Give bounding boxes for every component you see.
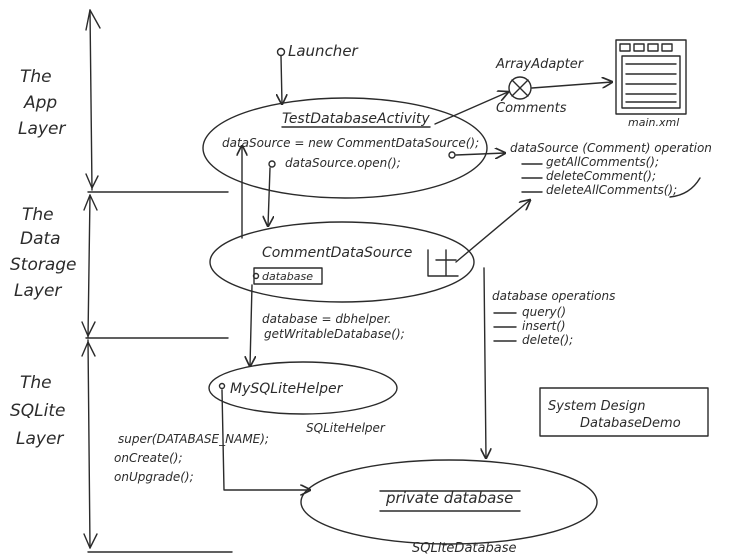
layout-frame: [615, 39, 687, 115]
layer-brackets: [81, 9, 233, 553]
helper-method-1: super(DATABASE_NAME);: [118, 432, 269, 446]
activity-ops-dot: [448, 151, 456, 159]
sqlite-layer-label-1: The: [20, 373, 52, 393]
database-name: private database: [385, 489, 513, 507]
datasource-op-2: deleteComment();: [546, 169, 656, 183]
adapter-cross-2: [511, 79, 529, 97]
datasource-op-3: deleteAllComments();: [546, 183, 677, 197]
db-op-2: insert(): [522, 319, 566, 333]
layer-labels: The App Layer The Data Storage Layer The…: [10, 67, 77, 449]
storage-layer-label-3: Storage: [10, 255, 77, 275]
adapter-circle: [508, 76, 532, 100]
storage-bracket-line: [87, 194, 91, 339]
launcher-arrow: [281, 55, 282, 104]
helper-ellipse: [208, 361, 398, 415]
sqlite-bracket-arrow-bottom: [83, 533, 98, 549]
activity-to-ops-arrow: [455, 153, 505, 155]
database-field: database: [262, 270, 313, 283]
dbhelper-line-2: getWritableDatabase();: [264, 327, 405, 341]
datasource-ops-title: dataSource (Comment) operation: [510, 141, 712, 155]
sqlite-helper: MySQLiteHelper SQLiteHelper super(DATABA…: [114, 361, 398, 490]
activity: TestDatabaseActivity dataSource = new Co…: [202, 97, 488, 199]
storage-bracket-arrow-bottom: [81, 321, 96, 337]
caption-line-2: DatabaseDemo: [580, 416, 681, 431]
launcher-dot: [276, 47, 286, 57]
caption-frame: [539, 387, 709, 437]
caption-box: System Design DatabaseDemo: [539, 387, 709, 437]
activity-to-datasource-arrow: [268, 167, 270, 226]
helper-to-database-arrow: [221, 389, 310, 490]
app-bracket-arrow: [85, 173, 99, 189]
adapter-name: ArrayAdapter: [495, 57, 585, 72]
sqlite-bracket-arrow-top: [81, 341, 96, 357]
database-operations: database operations query() insert() del…: [484, 267, 615, 458]
layout-screen: main.xml: [615, 39, 687, 129]
app-layer-label-3: Layer: [18, 119, 66, 139]
activity-call-dot: [268, 160, 276, 168]
sqlite-bracket-line: [87, 339, 91, 549]
database-ellipse: [300, 459, 598, 545]
helper-method-2: onCreate();: [114, 451, 183, 465]
db-op-1: query(): [522, 305, 566, 319]
launcher-label: Launcher: [288, 42, 359, 60]
datasource-title: CommentDataSource: [262, 245, 412, 261]
activity-title: TestDatabaseActivity: [282, 111, 430, 127]
db-ops-title: database operations: [492, 289, 615, 303]
activity-ellipse: [202, 97, 488, 199]
comment-datasource: CommentDataSource database: [209, 200, 530, 303]
bracket-top-arrow: [85, 9, 101, 31]
storage-layer-label-4: Layer: [14, 281, 62, 301]
layout-file-label: main.xml: [628, 116, 679, 129]
database-label: SQLiteDatabase: [412, 541, 516, 556]
storage-bracket-arrow-top: [83, 194, 98, 211]
dbhelper-call: database = dbhelper. getWritableDatabase…: [250, 284, 405, 366]
activity-line-2: dataSource.open();: [285, 156, 401, 170]
helper-method-3: onUpgrade();: [114, 470, 194, 484]
activity-line-1: dataSource = new CommentDataSource();: [222, 136, 479, 150]
dbhelper-line-1: database = dbhelper.: [262, 312, 392, 326]
app-layer-label-1: The: [20, 67, 52, 87]
launcher: Launcher: [278, 42, 359, 104]
sqlite-layer-label-2: SQLite: [10, 401, 66, 421]
caption-line-1: System Design: [548, 399, 646, 414]
datasource-op-1: getAllComments();: [546, 155, 659, 169]
db-op-3: delete();: [522, 333, 573, 347]
sqlite-layer-label-3: Layer: [16, 429, 64, 449]
layout-list: [621, 55, 681, 109]
helper-label: SQLiteHelper: [306, 421, 386, 435]
array-adapter: ArrayAdapter Comments: [434, 57, 612, 125]
adapter-label: Comments: [496, 101, 567, 116]
datasource-to-ops-arrow: [455, 200, 530, 263]
datasource-to-database-arrow: [484, 267, 486, 458]
datasource-interface-mark: [427, 249, 459, 277]
datasource-ellipse: [209, 221, 475, 303]
app-bracket-line: [89, 9, 93, 191]
storage-layer-label-2: Data: [20, 229, 61, 249]
adapter-to-layout-arrow: [531, 82, 612, 89]
storage-layer-label-1: The: [22, 205, 54, 225]
sqlite-database: private database SQLiteDatabase: [300, 459, 598, 556]
helper-name: MySQLiteHelper: [230, 381, 344, 397]
activity-to-adapter-arrow: [434, 92, 508, 125]
datasource-to-helper-arrow: [250, 284, 252, 366]
datasource-operations: dataSource (Comment) operation getAllCom…: [455, 141, 712, 198]
app-layer-label-2: App: [23, 93, 57, 113]
